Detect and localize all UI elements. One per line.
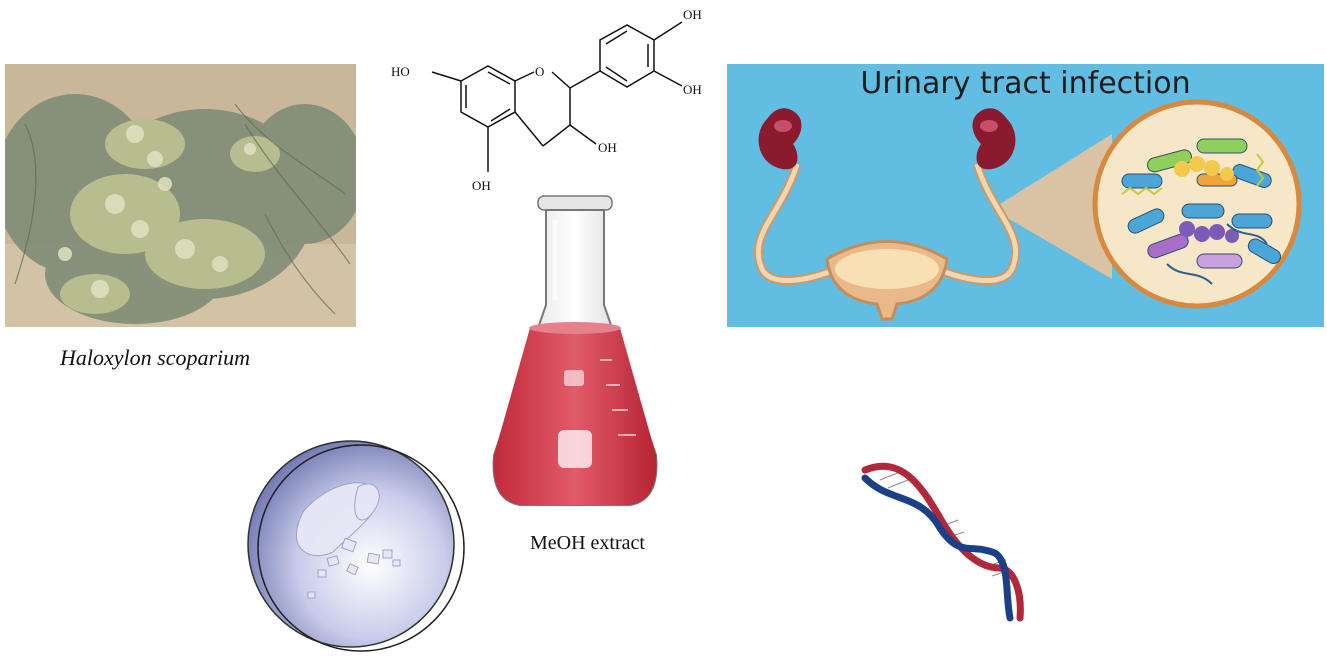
plant-photo xyxy=(5,64,356,327)
label-oh-c3: OH xyxy=(598,140,617,155)
plant-caption: Haloxylon scoparium xyxy=(60,345,251,370)
label-oh-top-right: OH xyxy=(683,7,702,22)
left-kidney xyxy=(758,108,802,170)
label-oh-bottom: OH xyxy=(472,178,491,193)
magnifier-beam xyxy=(992,134,1112,279)
label-ho-left: HO xyxy=(391,64,410,79)
dna-strand-red xyxy=(861,462,1024,622)
right-kidney xyxy=(972,108,1016,170)
urinary-tract-illustration xyxy=(753,99,1302,321)
uti-title: Urinary tract infection xyxy=(860,66,1191,101)
label-ring-oxygen: O xyxy=(535,64,544,79)
meoh-extract-liquid xyxy=(493,328,657,505)
plant-image xyxy=(5,64,356,327)
flask-caption: MeOH extract xyxy=(530,532,645,554)
catechin-structure: OH OH HO O OH OH xyxy=(391,7,702,193)
dna-strand-blue xyxy=(861,474,1014,622)
bacterial-colonies xyxy=(296,482,401,599)
label-oh-right: OH xyxy=(683,82,702,97)
molecule-bonds xyxy=(431,21,683,172)
petri-dish xyxy=(247,440,465,652)
uti-panel: Urinary tract infection xyxy=(727,64,1324,327)
erlenmeyer-flask xyxy=(492,195,658,506)
dna-helix-icon xyxy=(861,462,1024,622)
bacteria-magnified-view xyxy=(1092,99,1302,309)
